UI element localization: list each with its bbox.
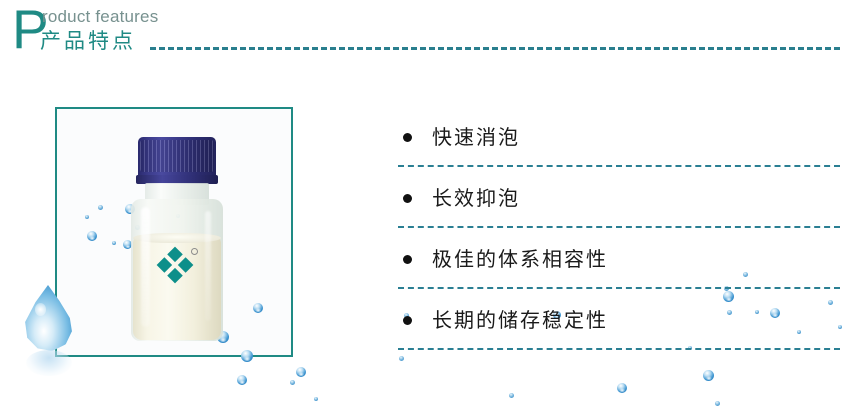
water-droplet-reflection (26, 350, 72, 376)
bubble-icon (290, 380, 295, 385)
bubble-icon (112, 241, 116, 245)
bubble-icon (770, 308, 780, 318)
feature-item[interactable]: 极佳的体系相容性 (398, 230, 840, 288)
feature-separator (398, 226, 840, 228)
feature-separator (398, 165, 840, 167)
product-photo (57, 109, 291, 355)
feature-item[interactable]: 长期的储存稳定性 (398, 291, 840, 349)
feature-label: 快速消泡 (432, 125, 520, 149)
bottle-highlight-left (141, 207, 150, 327)
bullet-dot-icon (403, 254, 412, 264)
feature-item[interactable]: 长效抑泡 (398, 169, 840, 227)
bubble-icon (98, 205, 103, 210)
bubble-icon (838, 325, 842, 329)
bubble-icon (723, 291, 734, 302)
bottle-cap (138, 137, 216, 179)
bubble-icon (241, 350, 253, 362)
section-header: P roduct features 产品特点 (0, 0, 850, 70)
bubble-icon (797, 330, 801, 334)
header-english-title: roduct features (42, 7, 159, 26)
bubble-icon (617, 383, 627, 393)
bottle-cap-ridges (140, 140, 214, 172)
sample-bottle (127, 137, 227, 342)
feature-label: 极佳的体系相容性 (432, 247, 608, 271)
bubble-icon (314, 397, 318, 401)
bubble-icon (727, 310, 732, 315)
bubble-icon (125, 204, 135, 214)
bubble-icon (743, 272, 748, 277)
bullet-dot-icon (403, 132, 412, 142)
bubble-icon (296, 367, 306, 377)
bubble-icon (755, 310, 759, 314)
bottle-cap-lip (136, 175, 218, 184)
bottle-liquid-surface (133, 233, 221, 243)
bubble-icon (237, 375, 247, 385)
header-dashed-divider (150, 47, 840, 50)
product-photo-frame (55, 107, 293, 357)
registered-trademark-icon (191, 248, 198, 255)
feature-item[interactable]: 快速消泡 (398, 108, 840, 166)
bubble-icon (399, 356, 404, 361)
bottle-highlight-right (205, 211, 211, 321)
water-droplet-icon (22, 285, 74, 351)
features-list: 快速消泡 长效抑泡 极佳的体系相容性 长期的储存稳定性 (398, 108, 840, 358)
bullet-dot-icon (403, 315, 412, 325)
bubble-icon (123, 240, 132, 249)
bubble-icon (509, 393, 514, 398)
bubble-icon (87, 231, 97, 241)
water-droplet-highlight (35, 303, 46, 316)
bullet-dot-icon (403, 193, 412, 203)
header-initial-letter: P (12, 0, 49, 60)
feature-separator (398, 348, 840, 350)
bubble-icon (703, 370, 714, 381)
bubble-icon (253, 303, 263, 313)
bubble-icon (553, 311, 561, 319)
feature-separator (398, 287, 840, 289)
bubble-icon (715, 401, 720, 406)
feature-label: 长效抑泡 (432, 186, 520, 210)
bubble-icon (85, 215, 89, 219)
bubble-icon (828, 300, 833, 305)
feature-label: 长期的储存稳定性 (432, 308, 608, 332)
header-chinese-title: 产品特点 (40, 29, 136, 53)
water-droplet-shape (25, 285, 72, 351)
